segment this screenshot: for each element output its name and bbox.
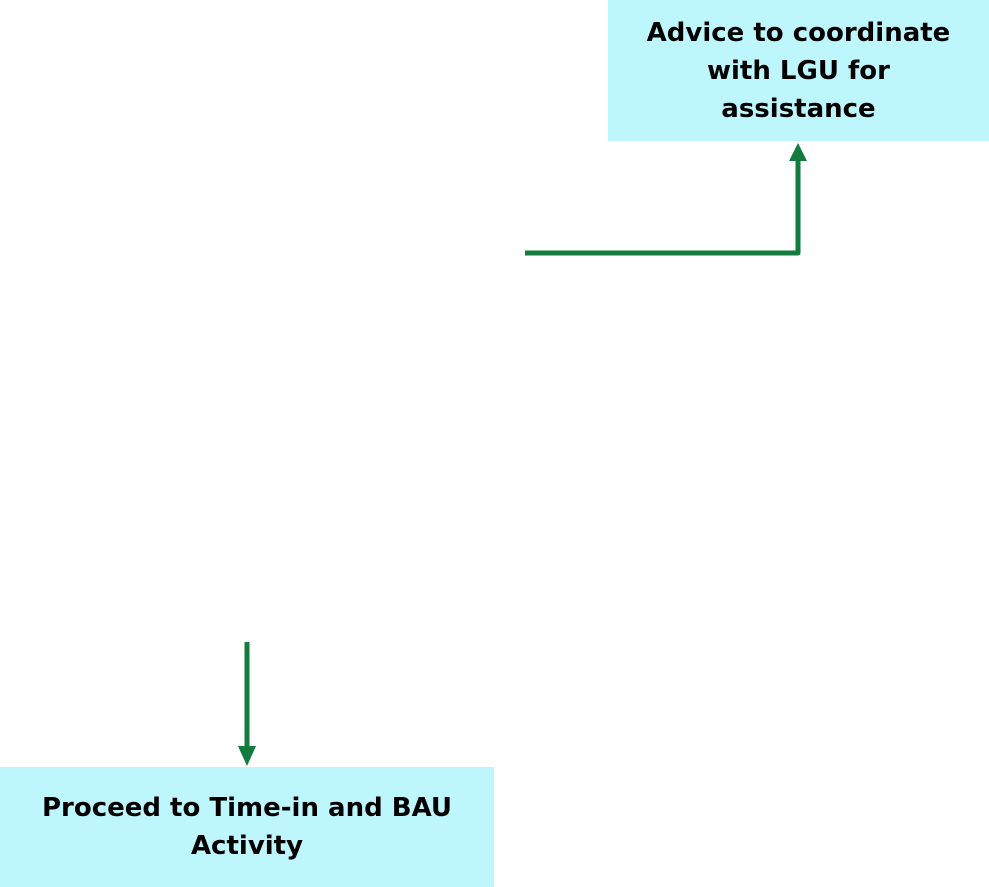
arrowhead-up: [789, 143, 807, 161]
lgu-assistance-label: Advice to coordinate with LGU for assist…: [646, 17, 951, 124]
arrowhead-down: [238, 746, 256, 766]
time-in-bau-box: Proceed to Time-in and BAU Activity: [0, 767, 494, 887]
arrow-to-lgu-box: [525, 160, 801, 256]
time-in-bau-label: Proceed to Time-in and BAU Activity: [41, 793, 453, 861]
lgu-assistance-box: Advice to coordinate with LGU for assist…: [608, 0, 989, 141]
